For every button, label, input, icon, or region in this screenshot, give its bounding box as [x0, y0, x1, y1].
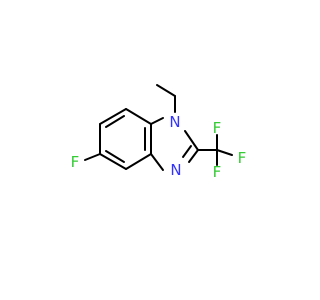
structure-diagram: N N F F F F [71, 84, 247, 181]
bond [182, 145, 192, 158]
bond [99, 153, 127, 170]
bond [150, 117, 164, 125]
bond [125, 108, 152, 125]
bond [105, 150, 125, 163]
bond [125, 153, 152, 170]
atom-labels: N N F F F F [71, 113, 247, 181]
bond [216, 149, 233, 156]
bond [184, 130, 199, 151]
atom-label-f-b: F [238, 149, 247, 167]
bond [156, 84, 176, 97]
bond [84, 153, 101, 161]
atom-label-f-c: F [213, 163, 222, 181]
bond [105, 115, 125, 128]
atom-label-f-ring: F [71, 153, 80, 171]
bond-lines [84, 84, 233, 171]
atom-label-f-a: F [213, 119, 222, 137]
atom-label-n1: N [169, 113, 180, 131]
bond [99, 108, 127, 125]
bond [188, 149, 199, 163]
atom-label-n3: N [170, 161, 181, 179]
bond [150, 153, 164, 171]
